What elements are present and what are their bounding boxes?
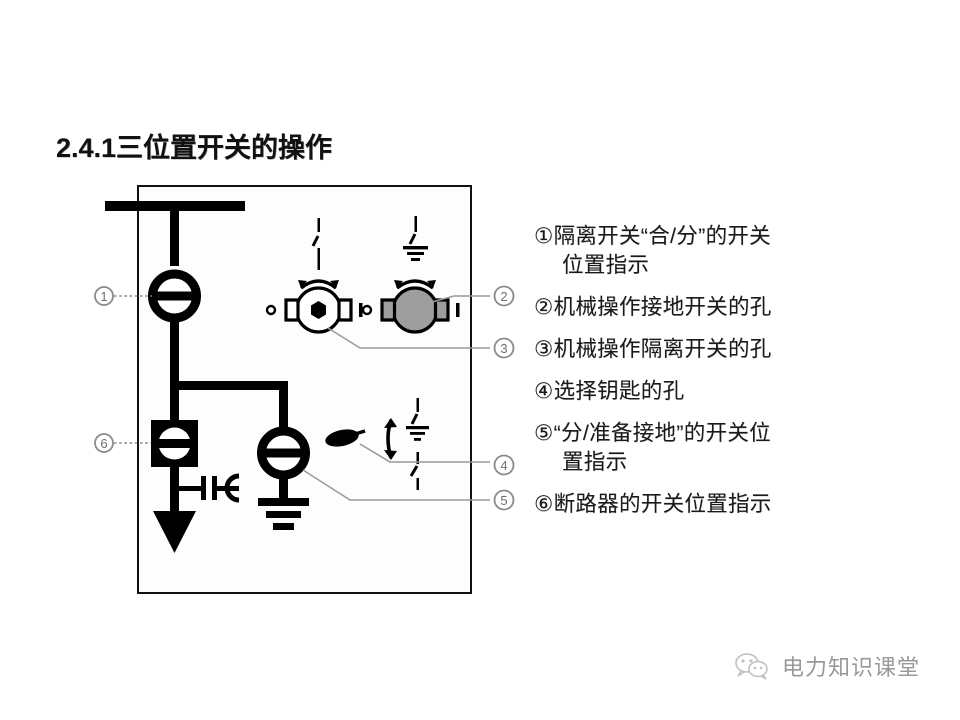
breaker-position-indicator (151, 420, 198, 467)
callout-2-label: 2 (500, 289, 507, 304)
list-item: ①隔离开关“合/分”的开关 位置指示 (534, 222, 944, 280)
disconnector-position-indicator (148, 269, 201, 323)
callout-3-label: 3 (500, 341, 507, 356)
earthing-state-symbol (403, 216, 428, 261)
callout-6[interactable]: 6 (94, 433, 151, 453)
callout-1[interactable]: 1 (94, 286, 152, 306)
page-title: 2.4.1三位置开关的操作 (56, 133, 333, 163)
breaker-feed-line (170, 390, 179, 420)
legend-item-2-line1: ②机械操作接地开关的孔 (534, 295, 772, 319)
wechat-icon (735, 653, 768, 680)
callout-1-label: 1 (100, 289, 107, 304)
callout-4[interactable]: 4 (359, 443, 515, 476)
earth-ground-symbol (258, 498, 309, 530)
callout-3[interactable]: 3 (327, 327, 515, 359)
cable-termination-symbol (179, 473, 240, 503)
list-item: ②机械操作接地开关的孔 (534, 293, 944, 322)
list-item: ④选择钥匙的孔 (534, 377, 944, 406)
main-vertical-line (170, 318, 179, 386)
legend-item-6-line1: ⑥断路器的开关位置指示 (534, 492, 772, 516)
selector-state-open (409, 452, 419, 490)
key-selector-symbol[interactable] (324, 398, 429, 490)
busbar-drop-line (170, 211, 179, 266)
list-item: ⑤“分/准备接地”的开关位 置指示 (534, 419, 944, 477)
callout-5-label: 5 (500, 493, 507, 508)
indicator-dot-right (361, 304, 373, 316)
legend-item-1-line2: 位置指示 (562, 253, 650, 277)
list-item: ⑥断路器的开关位置指示 (534, 490, 944, 519)
legend-list: ①隔离开关“合/分”的开关 位置指示 ②机械操作接地开关的孔 ③机械操作隔离开关… (534, 222, 944, 532)
list-item: ③机械操作隔离开关的孔 (534, 335, 944, 364)
feeder-arrow-symbol (153, 511, 196, 553)
earth-branch-line (279, 381, 288, 431)
legend-item-1-line1: ①隔离开关“合/分”的开关 (534, 224, 771, 248)
busbar-symbol (105, 201, 245, 211)
rotation-arrow-right (394, 279, 436, 290)
callout-5[interactable]: 5 (302, 469, 515, 511)
earthing-position-indicator (257, 426, 310, 499)
rotary-earthing-drive (361, 216, 460, 334)
callout-6-label: 6 (100, 436, 107, 451)
switchgear-diagram: 1 6 2 3 4 5 (94, 201, 515, 553)
callout-2[interactable]: 2 (431, 285, 515, 307)
watermark: 电力知识课堂 (733, 650, 920, 682)
legend-item-3-line1: ③机械操作隔离开关的孔 (534, 337, 772, 361)
selector-state-earth (406, 398, 429, 441)
indicator-dot-left (265, 304, 277, 316)
watermark-text: 电力知识课堂 (782, 655, 921, 680)
disconnector-operating-hole[interactable] (311, 301, 326, 319)
indicator-bar-right (456, 303, 460, 317)
selector-double-arrow (384, 418, 397, 460)
legend-item-5-line2: 置指示 (562, 450, 628, 474)
branch-horizontal-line (170, 381, 288, 390)
callout-4-label: 4 (500, 458, 507, 473)
indicator-bar-left (359, 303, 363, 317)
feeder-line (170, 467, 179, 511)
legend-item-4-line1: ④选择钥匙的孔 (534, 379, 685, 403)
rotary-disconnector-drive (265, 218, 363, 334)
legend-item-5-line1: ⑤“分/准备接地”的开关位 (534, 421, 771, 445)
disconnector-state-symbol (311, 218, 320, 270)
rotation-arrow-left (298, 279, 339, 290)
